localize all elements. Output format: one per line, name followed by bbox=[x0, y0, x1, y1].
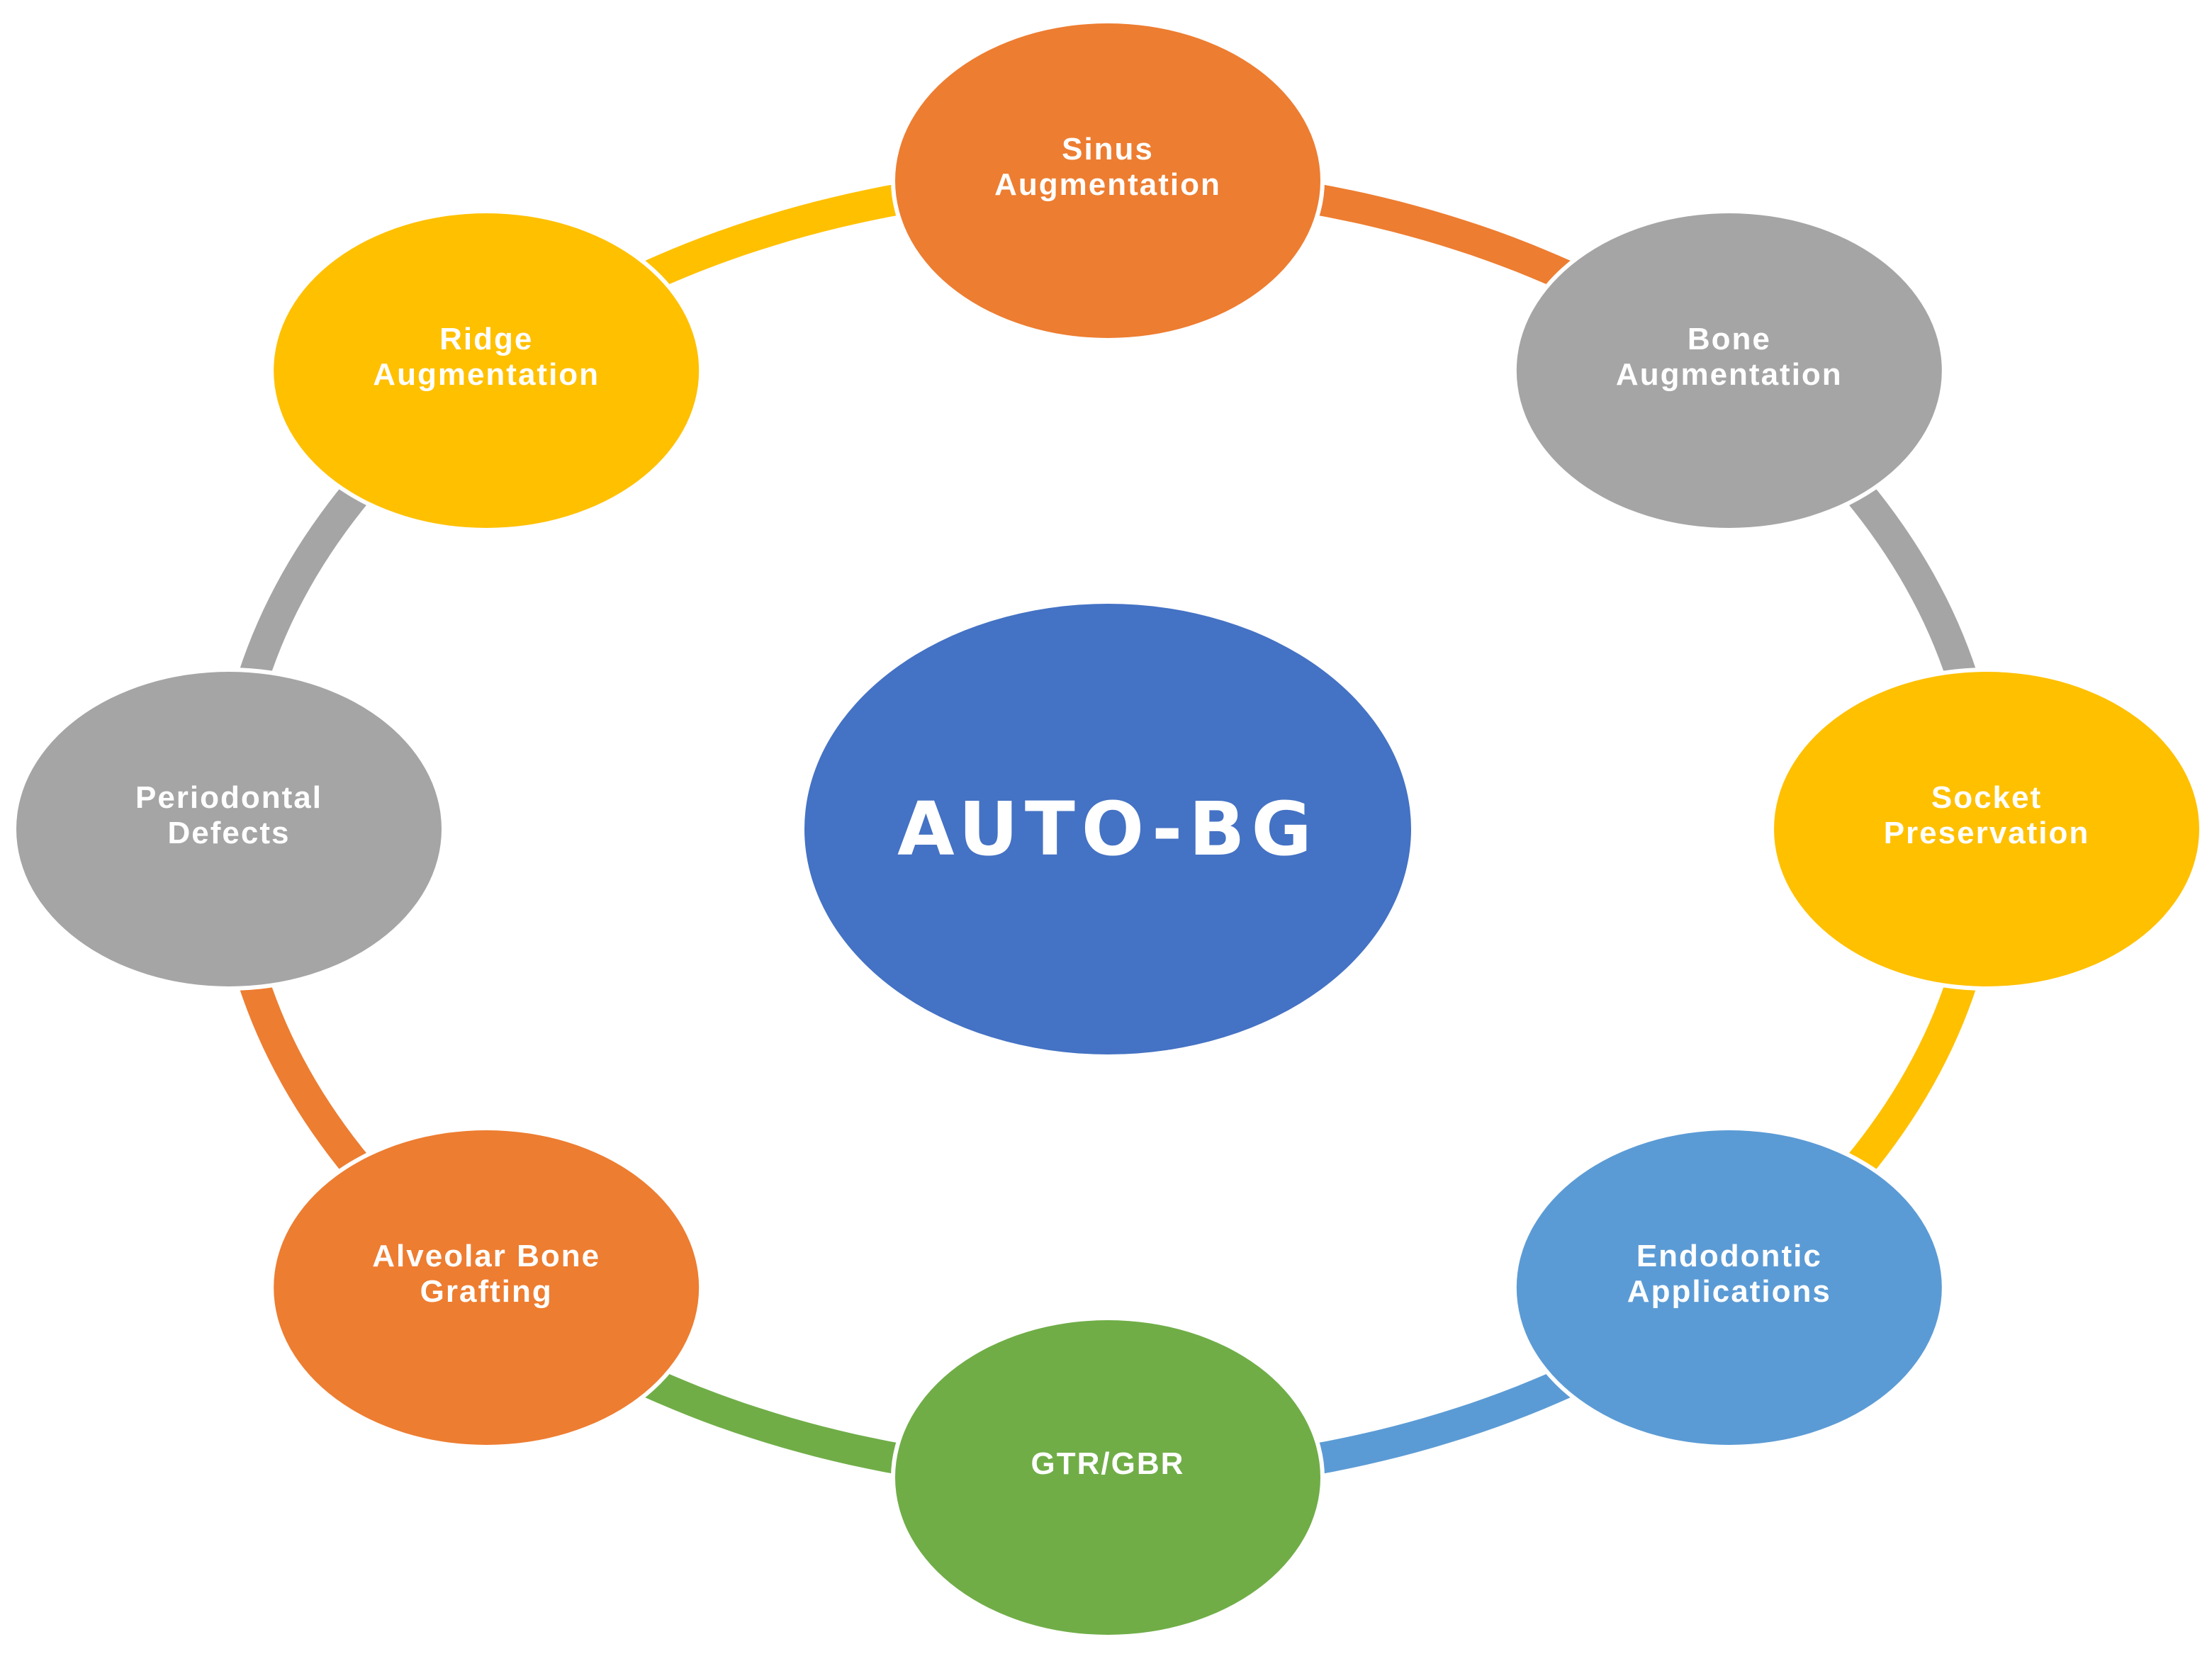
node-label: Grafting bbox=[420, 1274, 553, 1309]
node-ellipse bbox=[274, 1130, 700, 1446]
node-label: Preservation bbox=[1884, 816, 2090, 850]
node-gtr-gbr: GTR/GBR bbox=[891, 1316, 1325, 1639]
outer-nodes: SinusAugmentationBoneAugmentationSocketP… bbox=[12, 19, 2203, 1639]
node-ellipse bbox=[895, 23, 1320, 338]
node-label: Defects bbox=[168, 816, 291, 850]
center-node: AUTO-BG bbox=[804, 604, 1411, 1054]
node-label: Alveolar Bone bbox=[372, 1239, 600, 1273]
node-label: Bone bbox=[1688, 322, 1771, 356]
center-ellipse bbox=[804, 604, 1411, 1054]
center-label: AUTO-BG bbox=[897, 786, 1318, 872]
node-label: Periodontal bbox=[135, 780, 322, 815]
node-label: Sinus bbox=[1062, 132, 1154, 167]
node-ellipse bbox=[274, 213, 700, 528]
node-ellipse bbox=[1774, 672, 2199, 986]
node-label: Socket bbox=[1931, 780, 2042, 815]
node-ellipse bbox=[895, 1320, 1320, 1635]
node-label: Augmentation bbox=[1616, 357, 1843, 392]
node-label: Endodontic bbox=[1636, 1239, 1822, 1273]
node-ellipse bbox=[1516, 213, 1942, 528]
node-label: Augmentation bbox=[994, 167, 1221, 202]
node-label: GTR/GBR bbox=[1031, 1446, 1185, 1481]
node-label: Ridge bbox=[439, 322, 533, 356]
node-label: Augmentation bbox=[373, 357, 600, 392]
node-ellipse bbox=[16, 672, 442, 986]
node-ellipse bbox=[1516, 1130, 1942, 1446]
node-label: Applications bbox=[1627, 1274, 1831, 1309]
